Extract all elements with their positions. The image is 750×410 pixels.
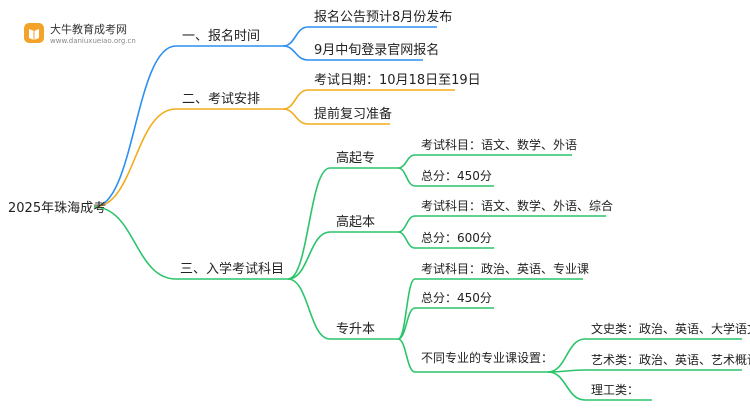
subjects-to-gaoqiben-line (287, 231, 331, 280)
exam-schedule-link-2 (282, 108, 309, 125)
group-label-gaoqiben: 高起本 (336, 214, 375, 230)
branch-entrance-subjects: 三、入学考试科目 高起专 考试科目：语文、数学、外语 总分：450分 高起本 考… (180, 137, 750, 397)
branch-label-exam-schedule: 二、考试安排 (182, 92, 260, 107)
specialty-course-heading: 不同专业的专业课设置： (421, 350, 553, 365)
subjects-to-zhuanshengben-line (287, 278, 331, 340)
connector-lines (93, 26, 742, 401)
specialty-link-liberal-arts (547, 338, 586, 373)
subjects-to-gaoqizhuan-line (287, 167, 331, 280)
exam-schedule-item-2: 提前复习准备 (314, 106, 392, 122)
specialty-liberal-arts: 文史类：政治、英语、大学语文 (591, 321, 750, 336)
specialty-link-science (547, 371, 586, 401)
group-label-zhuanshengben: 专升本 (336, 322, 375, 337)
branch-exam-schedule: 二、考试安排 考试日期：10月18日至19日 提前复习准备 (182, 73, 481, 122)
branch-registration: 一、报名时间 报名公告预计8月份发布 9月中旬登录官网报名 (182, 9, 452, 58)
root-topic: 2025年珠海成考 (8, 201, 106, 216)
registration-item-1: 报名公告预计8月份发布 (314, 9, 452, 25)
watermark-site-name: 大牛教育成考网 (50, 22, 127, 36)
root-to-entrance-subjects-line (93, 206, 177, 280)
branch-label-entrance-subjects: 三、入学考试科目 (180, 261, 284, 277)
specialty-science: 理工类： (591, 383, 639, 397)
zhuanshengben-link-2 (397, 307, 416, 340)
zhuanshengben-subjects: 考试科目：政治、英语、专业课 (421, 261, 589, 276)
gaoqizhuan-subjects: 考试科目：语文、数学、外语 (421, 137, 577, 152)
zhuanshengben-link-3 (397, 338, 416, 373)
root-to-registration-line (93, 45, 177, 208)
exam-schedule-item-1: 考试日期：10月18日至19日 (314, 73, 481, 88)
registration-link-2 (282, 45, 309, 61)
gaoqiben-link-1 (397, 215, 416, 233)
group-label-gaoqizhuan: 高起专 (336, 150, 375, 166)
specialty-arts: 艺术类：政治、英语、艺术概论 (591, 353, 750, 367)
watermark-site-url: www.daniuxueiao.org.cn (50, 37, 136, 45)
zhuanshengben-total: 总分：450分 (421, 291, 492, 305)
branch-label-registration: 一、报名时间 (182, 28, 260, 44)
registration-item-2: 9月中旬登录官网报名 (314, 42, 439, 58)
site-watermark: 大牛教育成考网 www.daniuxueiao.org.cn (24, 22, 136, 45)
root-to-exam-schedule-line (93, 108, 177, 208)
exam-schedule-link-1 (282, 89, 309, 110)
gaoqiben-total: 总分：600分 (421, 231, 492, 245)
gaoqizhuan-link-2 (397, 167, 416, 187)
gaoqizhuan-link-1 (397, 154, 416, 169)
registration-link-1 (282, 26, 309, 47)
book-logo-icon (24, 23, 44, 43)
gaoqizhuan-total: 总分：450分 (421, 169, 492, 183)
gaoqiben-subjects: 考试科目：语文、数学、外语、综合 (421, 198, 613, 213)
gaoqiben-link-2 (397, 231, 416, 249)
